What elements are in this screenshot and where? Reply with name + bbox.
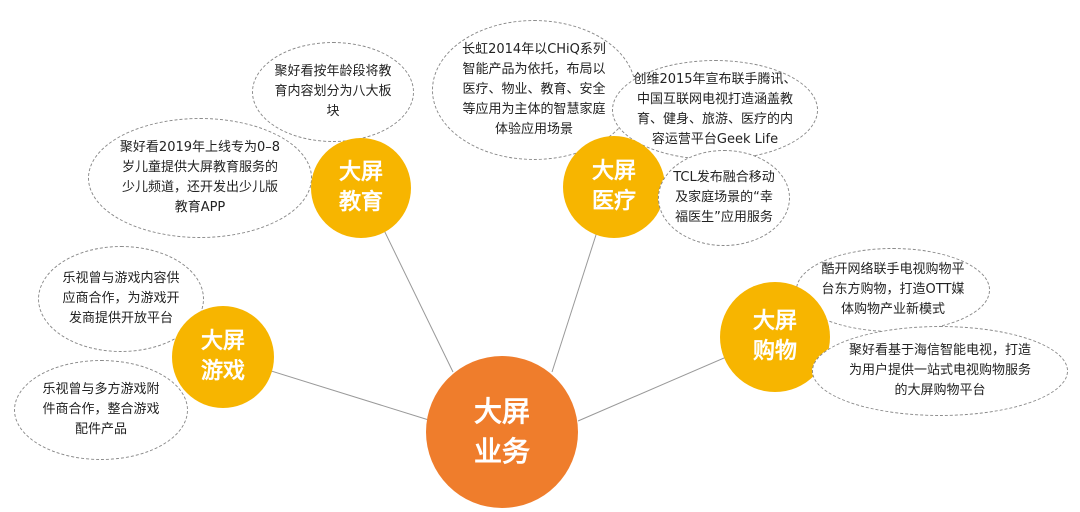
education-note-1: 聚好看按年龄段将教 育内容划分为八大板 块 — [252, 42, 414, 142]
note-line: 乐视曾与游戏内容供 — [62, 271, 180, 286]
branch-label: 购物 — [752, 339, 797, 364]
medical-note-2: 创维2015年宣布联手腾讯、 中国互联网电视打造涵盖教 育、健身、旅游、医疗的内… — [612, 60, 818, 160]
note-line: 件商合作，整合游戏 — [42, 402, 160, 417]
branch-label: 医疗 — [591, 189, 636, 214]
note-line: 容运营平台Geek Life — [651, 132, 779, 147]
note-line: 岁儿童提供大屏教育服务的 — [121, 160, 278, 175]
medical-note-1: 长虹2014年以CHiQ系列 智能产品为依托，布局以 医疗、物业、教育、安全 等… — [432, 20, 636, 160]
education-note-2: 聚好看2019年上线专为0–8 岁儿童提供大屏教育服务的 少儿频道，还开发出少儿… — [88, 118, 312, 238]
shopping-note-2: 聚好看基于海信智能电视，打造 为用户提供一站式电视购物服务 的大屏购物平台 — [812, 326, 1068, 416]
games-note-2: 乐视曾与多方游戏附 件商合作，整合游戏 配件产品 — [14, 360, 188, 460]
note-line: 教育APP — [174, 200, 226, 215]
branch-label: 教育 — [338, 190, 383, 215]
note-line: 酷开网络联手电视购物平 — [821, 262, 965, 277]
branch-label: 大屏 — [200, 329, 245, 354]
note-line: TCL发布融合移动 — [673, 170, 775, 185]
note-line: 少儿频道，还开发出少儿版 — [121, 180, 278, 195]
medical-note-3: TCL发布融合移动 及家庭场景的“幸 福医生”应用服务 — [658, 150, 790, 246]
note-line: 聚好看2019年上线专为0–8 — [119, 140, 281, 155]
note-line: 块 — [326, 104, 340, 119]
note-line: 应商合作，为游戏开 — [62, 291, 180, 306]
note-line: 创维2015年宣布联手腾讯、 — [633, 72, 797, 87]
note-line: 的大屏购物平台 — [894, 383, 986, 398]
branch-label: 大屏 — [591, 159, 636, 184]
note-line: 中国互联网电视打造涵盖教 — [636, 92, 793, 107]
note-line: 乐视曾与多方游戏附 — [42, 382, 160, 397]
branch-games-node: 大屏 游戏 — [172, 306, 274, 408]
note-line: 医疗、物业、教育、安全 — [462, 82, 606, 97]
note-line: 及家庭场景的“幸 — [675, 190, 773, 205]
note-line: 长虹2014年以CHiQ系列 — [462, 42, 606, 57]
note-line: 聚好看按年龄段将教 — [274, 64, 392, 79]
note-line: 体购物产业新模式 — [840, 302, 945, 317]
note-line: 等应用为主体的智慧家庭 — [462, 102, 606, 117]
branch-medical-node: 大屏 医疗 — [563, 136, 665, 238]
note-line: 发商提供开放平台 — [68, 311, 173, 326]
note-line: 福医生”应用服务 — [675, 210, 773, 225]
center-label: 业务 — [473, 435, 530, 468]
branch-label: 游戏 — [200, 359, 245, 384]
center-node: 大屏 业务 — [426, 356, 578, 508]
note-line: 智能产品为依托，布局以 — [462, 62, 606, 77]
note-line: 台东方购物，打造OTT媒 — [821, 282, 965, 297]
note-line: 为用户提供一站式电视购物服务 — [848, 363, 1031, 378]
branch-label: 大屏 — [752, 309, 797, 334]
note-line: 育内容划分为八大板 — [274, 84, 392, 99]
note-line: 配件产品 — [74, 422, 127, 437]
center-label: 大屏 — [473, 395, 530, 428]
branch-label: 大屏 — [338, 160, 383, 185]
branch-shopping-node: 大屏 购物 — [720, 282, 830, 392]
note-line: 聚好看基于海信智能电视，打造 — [848, 343, 1031, 358]
branch-education-node: 大屏 教育 — [311, 138, 411, 238]
note-line: 育、健身、旅游、医疗的内 — [636, 112, 793, 127]
note-line: 体验应用场景 — [494, 122, 573, 137]
